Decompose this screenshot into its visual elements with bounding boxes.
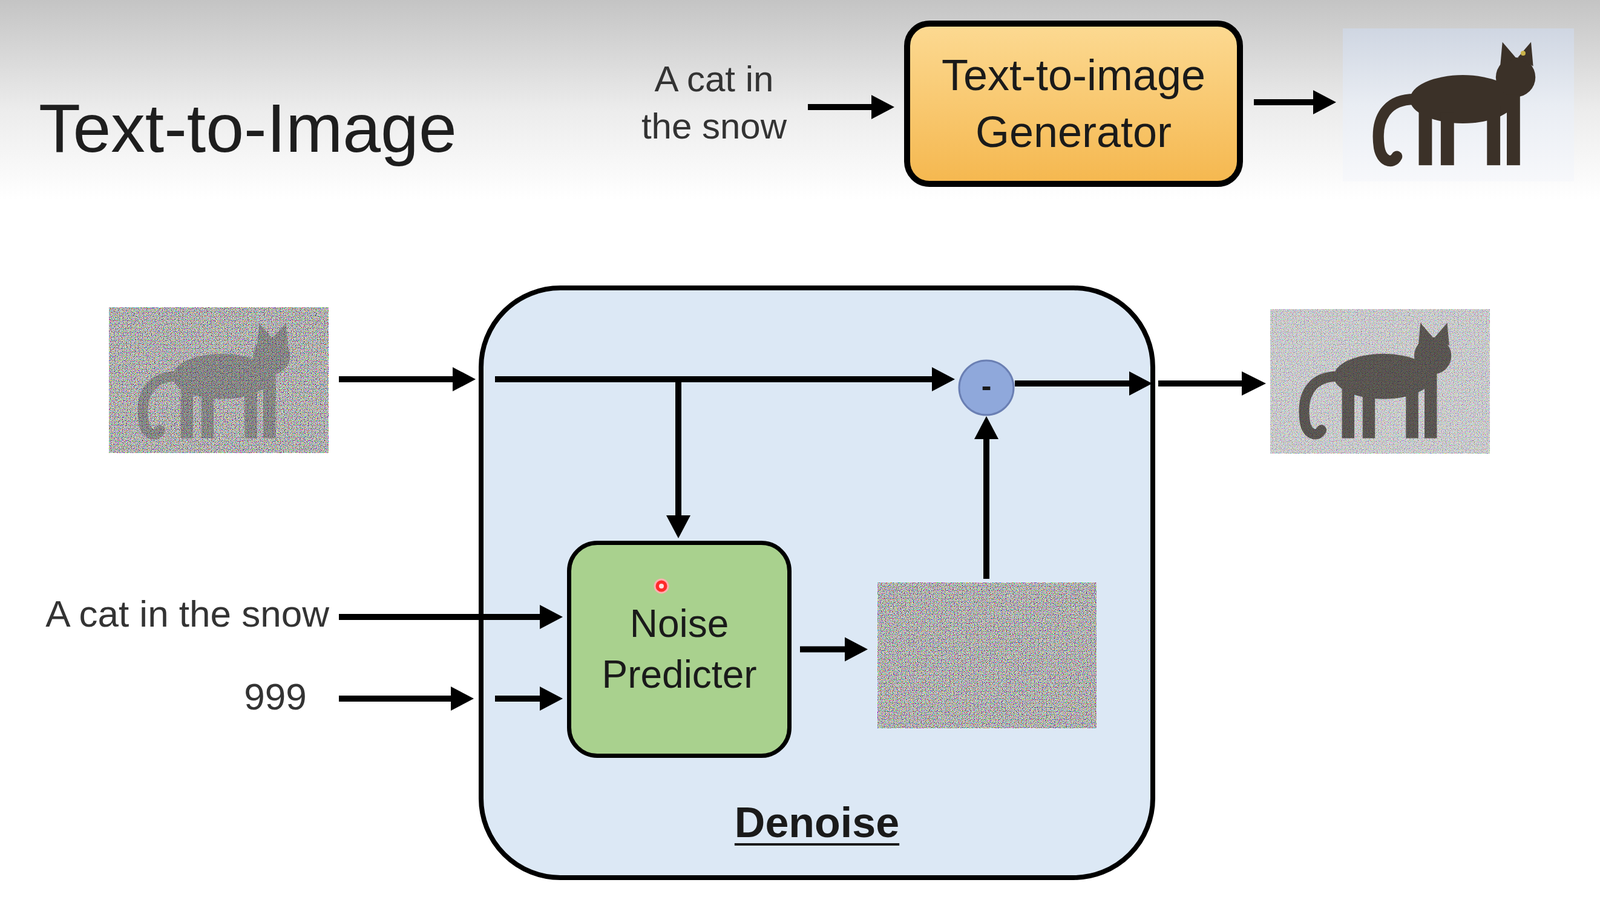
- prompt-text: A cat in the snow: [8, 590, 330, 640]
- clean-cat-image: [1342, 28, 1574, 182]
- arrow-head: [452, 367, 476, 392]
- connector-line: [983, 438, 990, 580]
- arrow-head: [1313, 90, 1337, 115]
- connector-line: [800, 646, 846, 653]
- node-text: Denoise: [483, 795, 1151, 851]
- subtract-circle: -: [957, 359, 1015, 417]
- arrow-head: [974, 416, 999, 440]
- prompt-text: A cat in the snow: [629, 55, 799, 151]
- noise-overlay: [1270, 309, 1490, 454]
- generator-box: Text-to-image Generator: [904, 20, 1243, 187]
- arrow-line: [338, 695, 453, 702]
- cat-silhouette: [1304, 323, 1452, 439]
- arrow-head: [871, 95, 895, 120]
- arrow-head: [450, 686, 474, 712]
- noise-predictor-box: Noise Predicter: [567, 540, 792, 759]
- node-text: Text-to-image Generator: [910, 47, 1237, 161]
- arrow-head: [844, 637, 868, 663]
- slide-title: Text-to-Image: [38, 90, 584, 166]
- arrow-head: [1241, 371, 1266, 396]
- cat-silhouette: [142, 323, 290, 439]
- arrow-line: [338, 376, 454, 383]
- noisy-input-image: [108, 307, 329, 454]
- arrow-line: [807, 104, 873, 111]
- noise-texture: [108, 307, 329, 454]
- arrow-line: [1253, 99, 1315, 106]
- noise-texture: [1270, 309, 1490, 454]
- denoised-output-image: [1270, 309, 1490, 454]
- timestep-number: 999: [229, 672, 321, 722]
- arrow-line: [1158, 380, 1243, 387]
- circle-shape: [959, 360, 1014, 416]
- snow-background: [1342, 28, 1574, 182]
- header-band: [0, 0, 1600, 200]
- noise-overlay: [108, 307, 329, 454]
- node-text: Noise Predicter: [571, 599, 788, 700]
- snow-background: [1270, 309, 1490, 454]
- cat-eye: [1520, 50, 1526, 56]
- denoise-module: Denoise Noise Predicter -: [478, 285, 1156, 881]
- connector-arrow: [800, 416, 999, 663]
- operator-symbol: -: [981, 370, 992, 402]
- cat-silhouette: [1378, 42, 1536, 166]
